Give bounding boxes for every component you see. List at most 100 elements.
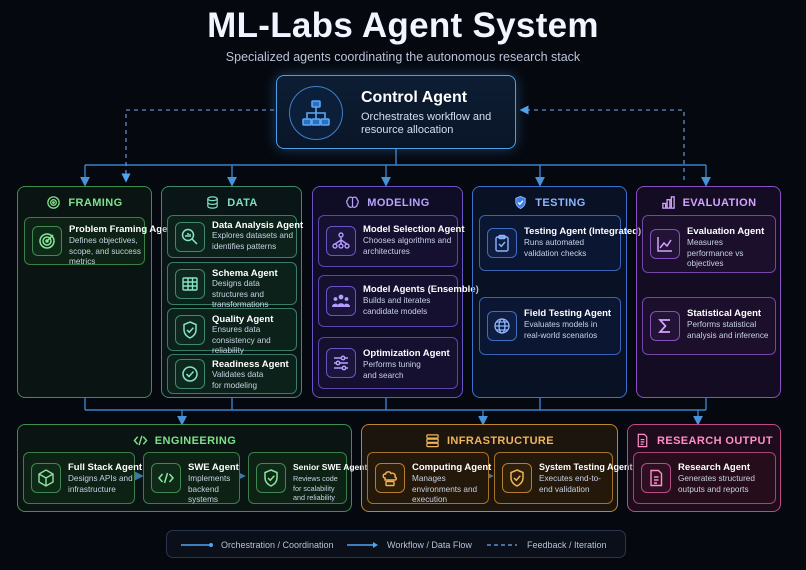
infrastructure-group: INFRASTRUCTURE Computing Agent Manages e…: [361, 424, 633, 512]
agent-desc: Performs tuning and search: [363, 360, 421, 380]
framing-label: FRAMING: [68, 196, 123, 209]
infrastructure-label: INFRASTRUCTURE: [446, 434, 555, 447]
framing-header: FRAMING: [18, 195, 151, 210]
control-agent-card[interactable]: Control Agent Orchestrates workflow and …: [276, 75, 516, 149]
brain-icon: [346, 196, 360, 208]
agent-title: SWE Agent: [188, 462, 239, 473]
statistical-agent-card[interactable]: Statistical Agent Performs statistical a…: [642, 297, 776, 355]
full-stack-agent-card[interactable]: Full Stack Agent Designs APIs and infras…: [23, 452, 142, 504]
sigma-icon: [650, 311, 680, 341]
legend: Orchestration / Coordination Workflow / …: [166, 530, 626, 558]
sliders-icon: [326, 348, 356, 378]
agent-desc: Evaluates models in real-world scenarios: [524, 320, 598, 340]
agent-title: Full Stack Agent: [68, 462, 143, 473]
cube-icon: [31, 463, 61, 493]
legend-item-feedback: Feedback / Iteration: [485, 531, 607, 559]
group-icon: [326, 286, 356, 316]
modeling-header: MODELING: [313, 195, 462, 210]
code-icon: [151, 463, 181, 493]
research-agent-card[interactable]: Research Agent Generates structured outp…: [633, 452, 776, 504]
agent-title: Statistical Agent: [687, 308, 762, 319]
data-header: DATA: [162, 195, 301, 210]
quality-agent-card[interactable]: Quality Agent Ensures data consistency a…: [167, 308, 297, 355]
clipboard-check-icon: [487, 228, 517, 258]
agent-title: Model Agents (Ensemble): [363, 284, 479, 295]
agent-title: Data Analysis Agent: [212, 220, 304, 231]
data-column: DATA Data Analysis Agent Explores datase…: [161, 186, 303, 398]
line-chart-icon: [650, 229, 680, 259]
shield-check-icon: [502, 463, 532, 493]
agent-title: System Testing Agent: [539, 462, 633, 472]
infrastructure-header: INFRASTRUCTURE: [362, 433, 617, 448]
engineering-header: ENGINEERING: [18, 433, 351, 448]
agent-desc: Chooses algorithms and architectures: [363, 236, 452, 256]
research-output-label: RESEARCH OUTPUT: [656, 434, 773, 447]
agent-title: Senior SWE Agent: [293, 462, 368, 472]
agent-desc: Ensures data consistency and reliability: [212, 325, 271, 355]
readiness-agent-card[interactable]: Readiness Agent Validates data for model…: [167, 354, 297, 394]
agent-desc: Executes end-to-end validation: [539, 474, 601, 494]
agent-desc: Designs data structures and transformati…: [212, 279, 269, 309]
agent-desc: Performs statistical analysis and infere…: [687, 320, 769, 340]
computing-agent-card[interactable]: Computing Agent Manages environments and…: [367, 452, 491, 504]
agent-title: Testing Agent (Integrated): [524, 226, 642, 237]
agent-desc: Builds and iterates candidate models: [363, 296, 431, 316]
document-icon: [637, 433, 648, 448]
senior-swe-agent-card[interactable]: Senior SWE Agent Reviews code for scalab…: [248, 452, 367, 504]
agent-desc: Implements backend systems: [188, 474, 231, 504]
page-subtitle: Specialized agents coordinating the auto…: [225, 50, 581, 64]
agent-desc: Explores datasets and identifies pattern…: [212, 231, 294, 251]
swe-agent-card[interactable]: SWE Agent Implements backend systems: [143, 452, 240, 504]
engineering-group: ENGINEERING Full Stack Agent Designs API…: [17, 424, 367, 512]
agent-desc: Reviews code for scalability and reliabi…: [293, 474, 338, 502]
legend-item-orchestration: Orchestration / Coordination: [179, 531, 334, 559]
data-analysis-agent-card[interactable]: Data Analysis Agent Explores datasets an…: [167, 215, 303, 258]
data-label: DATA: [227, 196, 258, 209]
evaluation-column: EVALUATION Evaluation Agent Measures per…: [636, 186, 781, 398]
modeling-label: MODELING: [367, 196, 430, 209]
document-icon: [641, 463, 671, 493]
magnifier-chart-icon: [175, 221, 205, 252]
agent-title: Schema Agent: [212, 268, 278, 279]
testing-header: TESTING: [473, 195, 626, 210]
agent-title: Field Testing Agent: [524, 308, 612, 319]
page-title: ML-Labs Agent System: [207, 6, 599, 45]
optimization-agent-card[interactable]: Optimization Agent Performs tuning and s…: [318, 337, 458, 389]
shield-check-icon: [256, 463, 286, 493]
research-output-header: RESEARCH OUTPUT: [628, 433, 780, 448]
agent-desc: Validates data for modeling: [212, 370, 264, 390]
arrow-line-icon: [347, 542, 378, 548]
evaluation-label: EVALUATION: [682, 196, 757, 209]
testing-label: TESTING: [535, 196, 586, 209]
testing-agent-integrated-card[interactable]: Testing Agent (Integrated) Runs automate…: [479, 215, 641, 271]
research-output-group: RESEARCH OUTPUT Research Agent Generates…: [627, 424, 781, 512]
globe-icon: [487, 311, 517, 341]
target-icon: [32, 226, 62, 256]
agent-title: Problem Framing Agent: [69, 224, 177, 235]
problem-framing-agent-card[interactable]: Problem Framing Agent Defines objectives…: [24, 217, 176, 266]
agent-desc: Defines objectives, scope, and success m…: [69, 236, 141, 266]
modeling-column: MODELING Model Selection Agent Chooses a…: [312, 186, 479, 398]
control-agent-title: Control Agent: [361, 89, 468, 106]
model-agents-ensemble-card[interactable]: Model Agents (Ensemble) Builds and itera…: [318, 275, 479, 327]
agent-desc: Measures performance vs objectives: [687, 238, 744, 268]
system-testing-agent-card[interactable]: System Testing Agent Executes end-to-end…: [494, 452, 633, 504]
table-icon: [175, 268, 205, 299]
shield-check-icon: [175, 314, 205, 345]
agent-desc: Designs APIs and infrastructure: [68, 474, 133, 494]
schema-agent-card[interactable]: Schema Agent Designs data structures and…: [167, 262, 297, 309]
check-circle-icon: [175, 359, 205, 389]
field-testing-agent-card[interactable]: Field Testing Agent Evaluates models in …: [479, 297, 621, 355]
legend-label: Workflow / Data Flow: [387, 540, 472, 550]
agent-desc: Runs automated validation checks: [524, 238, 587, 258]
network-icon: [326, 226, 356, 256]
cloud-server-icon: [375, 463, 405, 493]
code-icon: [133, 435, 148, 446]
agent-title: Quality Agent: [212, 314, 274, 325]
evaluation-agent-card[interactable]: Evaluation Agent Measures performance vs…: [642, 215, 776, 273]
model-selection-agent-card[interactable]: Model Selection Agent Chooses algorithms…: [318, 215, 465, 267]
shield-check-icon: [515, 195, 526, 210]
agent-title: Evaluation Agent: [687, 226, 765, 237]
agent-title: Research Agent: [678, 462, 750, 473]
legend-label: Orchestration / Coordination: [221, 540, 334, 550]
